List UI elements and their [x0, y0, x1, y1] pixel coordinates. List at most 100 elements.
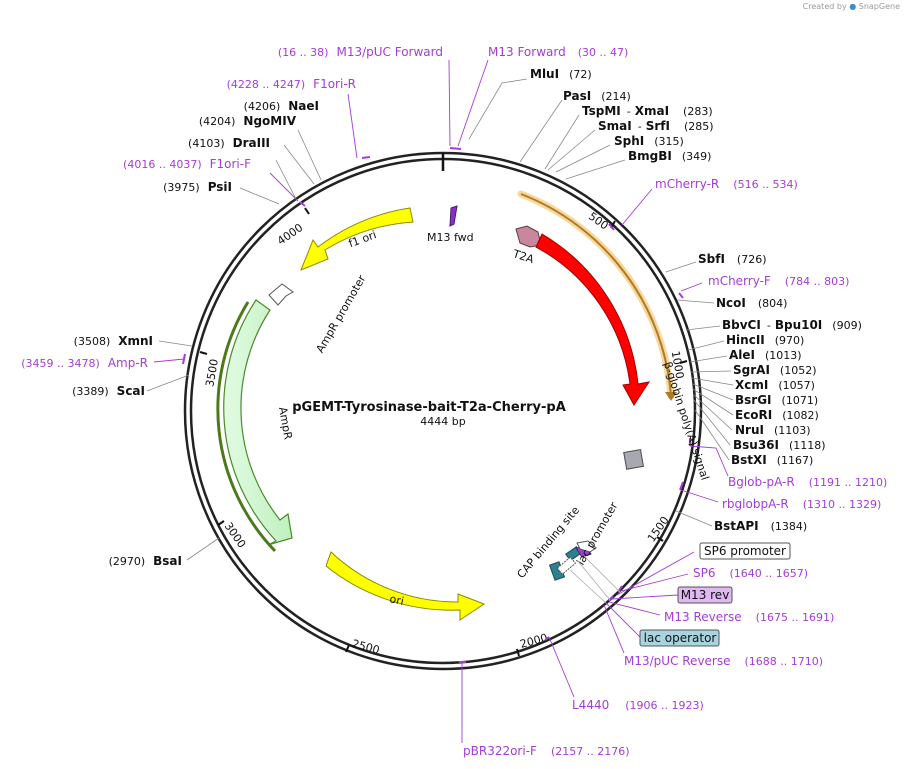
box-sp6-promoter[interactable]: [699, 542, 791, 560]
primer-bglob-pa-r: Bglob-pA-R(1191 .. 1210): [728, 475, 887, 489]
primer-name: SP6: [693, 566, 716, 580]
box-m13-rev[interactable]: [677, 586, 733, 604]
feature-lac-operator[interactable]: [556, 556, 577, 575]
enzyme-name: XmaI: [635, 104, 669, 118]
enzyme-name: EcoRI: [735, 408, 772, 422]
feature-beta-globin-polya[interactable]: [623, 448, 645, 470]
credit-text: Created by: [802, 2, 847, 11]
snapgene-credit: Created by ● SnapGene: [803, 2, 900, 11]
feature-label-ampr-promoter: AmpR promoter: [314, 272, 369, 355]
enzyme-pos: (1118): [789, 439, 826, 452]
leader-rbglobpa-r: [680, 489, 719, 503]
enzyme-name: XmnI: [118, 334, 153, 348]
ring-tick-4000: [304, 207, 310, 215]
enzyme-name: BbvCI: [722, 318, 761, 332]
feature-f1-ori[interactable]: [300, 207, 414, 271]
primer-name: mCherry-R: [655, 177, 719, 191]
primer-pos: (1675 .. 1691): [756, 611, 835, 624]
enzyme-bsrgi: BsrGI(1071): [735, 393, 818, 407]
primer-pos: (1191 .. 1210): [809, 476, 888, 489]
feature-ori[interactable]: [325, 551, 486, 621]
enzyme-pos: (1013): [765, 349, 802, 362]
primer-name: M13 Forward: [488, 45, 566, 59]
enzyme-name: Bsu36I: [733, 438, 779, 452]
leader-sbfi: [665, 261, 697, 273]
enzyme-name: NaeI: [288, 99, 319, 113]
primer-mark-f1ori-r: [361, 156, 371, 159]
enzyme-bmgbi: BmgBI(349): [628, 149, 711, 163]
primer-pos: (2157 .. 2176): [551, 745, 630, 758]
leader-m13-rev: [611, 594, 679, 600]
primer-f1ori-f: (4016 .. 4037)F1ori-F: [123, 157, 251, 171]
leader-l4440: [548, 636, 575, 698]
box-label-m13-rev: M13 rev: [681, 588, 730, 602]
enzyme-psii: (3975)PsiI: [163, 180, 232, 194]
primer-pos: (1906 .. 1923): [625, 699, 704, 712]
feature-label-ori: ori: [388, 592, 405, 608]
enzyme-pasi: PasI(214): [563, 89, 631, 103]
enzyme-pos: (315): [654, 135, 684, 148]
primer-mark-m13-forward: [449, 147, 462, 150]
primer-name: M13 Reverse: [664, 610, 742, 624]
enzyme-sphi: SphI(315): [614, 134, 684, 148]
leader-ncoi: [676, 299, 715, 304]
leader-sp6: [620, 573, 689, 592]
primer-pbr322ori-f: pBR322ori-F(2157 .. 2176): [463, 744, 630, 758]
enzyme-mlui: MluI(72): [530, 67, 592, 81]
primer-m13-forward: M13 Forward(30 .. 47): [488, 45, 628, 59]
ring-tick-label-3500: 3500: [203, 358, 221, 388]
leader-bstapi: [675, 510, 713, 527]
feature-ampr-promoter[interactable]: [268, 283, 294, 306]
enzyme-naei: (4206)NaeI: [244, 99, 319, 113]
enzyme-ngomiv: (4204)NgoMIV: [199, 114, 297, 128]
enzyme-pos: (1057): [778, 379, 815, 392]
primer-amp-r: (3459 .. 3478)Amp-R: [21, 356, 148, 370]
leader-xcmi: [691, 377, 734, 386]
enzyme-pos: (1082): [782, 409, 819, 422]
primer-rbglobpa-r: rbglobpA-R(1310 .. 1329): [722, 497, 881, 511]
enzyme-xcmi: XcmI(1057): [735, 378, 815, 392]
enzyme-pos: (4204): [199, 115, 236, 128]
leader-naei: [297, 129, 322, 181]
primer-name: F1ori-R: [313, 77, 356, 91]
primer-name: Amp-R: [108, 356, 148, 370]
enzyme-name: DraIII: [233, 136, 270, 150]
ring-tick-3500: [199, 351, 208, 355]
enzyme-name: BsaI: [153, 554, 182, 568]
leader-bsrgi: [692, 383, 734, 401]
enzyme-pos: (1167): [777, 454, 814, 467]
enzyme-smai-srfi: SmaI-SrfI(285): [598, 119, 714, 133]
enzyme-pos: (970): [775, 334, 805, 347]
leader-psii: [239, 187, 280, 205]
leader-bsu36i: [693, 399, 731, 446]
enzyme-bstapi: BstAPI(1384): [714, 519, 807, 533]
enzyme-pos: (3389): [72, 385, 109, 398]
feature-ampr[interactable]: [223, 299, 293, 546]
primer-f1ori-r: (4228 .. 4247)F1ori-R: [227, 77, 356, 91]
leader-m13-puc-reverse: [603, 604, 625, 654]
primer-m13-puc-reverse: M13/pUC Reverse(1688 .. 1710): [624, 654, 823, 668]
leader-bsai: [186, 537, 220, 561]
leader-m13-reverse: [608, 601, 661, 616]
primer-name: M13/pUC Reverse: [624, 654, 731, 668]
feature-m13-fwd[interactable]: [449, 205, 458, 227]
enzyme-name: NruI: [735, 423, 764, 437]
ring-tick-3000: [217, 520, 225, 526]
enzyme-bsai: (2970)BsaI: [109, 554, 182, 568]
enzyme-name: Bpu10I: [775, 318, 822, 332]
mcherry-band: [520, 193, 672, 397]
feature-sp6-promoter[interactable]: [576, 540, 597, 553]
enzyme-pos: (283): [683, 105, 713, 118]
leader-scai: [146, 374, 190, 392]
enzyme-pos: (3975): [163, 181, 200, 194]
enzyme-ncoi: NcoI(804): [716, 296, 787, 310]
feature-mcherry[interactable]: [535, 233, 651, 406]
box-lac-operator[interactable]: [639, 629, 720, 647]
enzyme-hincii: HincII(970): [726, 333, 804, 347]
ring-tick-1500: [656, 536, 664, 542]
ampr-strand-line: [216, 301, 277, 553]
primer-l4440: L4440(1906 .. 1923): [572, 698, 704, 712]
leader-xmni: [158, 340, 193, 347]
plasmid-name: pGEMT-Tyrosinase-bait-T2a-Cherry-pA: [292, 400, 566, 415]
